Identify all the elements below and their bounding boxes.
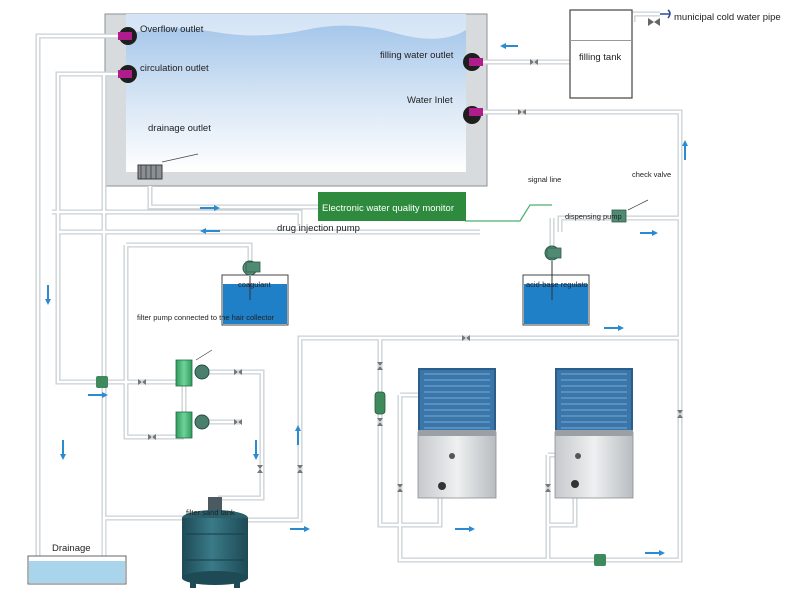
filling-water-outlet-fitting xyxy=(463,53,483,71)
flow-arrow-icon xyxy=(290,526,310,532)
overflow-outlet-fitting xyxy=(118,27,137,45)
dispensing-pump xyxy=(611,199,649,223)
flow-arrow-icon xyxy=(645,550,665,556)
overflow-outlet-label: Overflow outlet xyxy=(140,24,204,35)
acid-base-regulator-tank xyxy=(522,245,590,326)
heat-pump-unit-1 xyxy=(417,368,497,499)
hair-collector-filter-1 xyxy=(175,349,213,387)
check-valve-label: check valve xyxy=(632,170,671,179)
filling-tank xyxy=(569,9,671,99)
flow-arrow-icon xyxy=(640,230,658,236)
flow-arrow-icon xyxy=(500,43,518,49)
flow-arrow-icon xyxy=(253,440,259,460)
valve-icon xyxy=(377,362,383,370)
flow-arrow-icon xyxy=(88,392,108,398)
drug-injection-pump-label: drug injection pump xyxy=(277,223,360,234)
valve-icon xyxy=(148,434,156,440)
inline-pump-middle xyxy=(374,391,386,415)
check-valve-icon xyxy=(518,109,526,115)
water-inlet-label: Water Inlet xyxy=(407,95,453,106)
valve-icon xyxy=(257,465,263,473)
flow-arrow-icon xyxy=(45,285,51,305)
drainage-outlet-label: drainage outlet xyxy=(148,123,211,134)
drainage-basin xyxy=(27,555,127,585)
swimming-pool xyxy=(104,13,488,187)
flow-arrow-icon xyxy=(200,205,220,211)
dispensing-pump-label: dispensing pump xyxy=(565,212,622,221)
filling-water-outlet-label: filling water outlet xyxy=(380,50,454,61)
valve-icon xyxy=(377,418,383,426)
valve-icon xyxy=(138,379,146,385)
signal-line xyxy=(465,204,552,222)
filter-pump-note-label: filter pump connected to the hair collec… xyxy=(137,313,275,322)
filter-sand-tank-label: filter sand tank xyxy=(186,508,235,517)
check-valve-icon xyxy=(530,59,538,65)
flow-arrow-icon xyxy=(682,140,688,160)
pump-icon xyxy=(194,364,210,380)
monitor-label: Electronic water quality monitor xyxy=(322,203,454,214)
water-inlet-fitting xyxy=(463,106,483,124)
hair-collector-filter-2 xyxy=(175,411,210,439)
flow-arrow-icon xyxy=(295,425,301,445)
flow-arrows xyxy=(45,43,688,556)
valve-icon xyxy=(545,484,551,492)
drainage-label: Drainage xyxy=(52,543,91,554)
check-valve-icon xyxy=(462,335,470,341)
flow-arrow-icon xyxy=(60,440,66,460)
filter-sand-tank xyxy=(182,497,248,588)
flow-arrow-icon xyxy=(604,325,624,331)
valve-icon xyxy=(397,484,403,492)
coagulant-tank xyxy=(221,260,289,326)
flow-arrow-icon xyxy=(200,228,220,234)
valve-icon xyxy=(234,369,242,375)
valves xyxy=(138,59,683,492)
municipal-pipe-label: municipal cold water pipe xyxy=(674,12,781,23)
valve-icon xyxy=(648,18,660,26)
drainage-outlet-fitting xyxy=(137,153,199,180)
inline-pump-left xyxy=(96,376,108,388)
signal-line-label: signal line xyxy=(528,175,561,184)
coagulant-label: coagulant xyxy=(238,280,271,289)
electronic-water-quality-monitor xyxy=(318,192,466,221)
acid-base-regulator-label: acid-base regulato xyxy=(526,280,588,289)
valve-icon xyxy=(677,410,683,418)
valve-icon xyxy=(234,419,242,425)
pipe-network xyxy=(35,11,683,563)
heat-pump-unit-2 xyxy=(554,368,634,499)
filling-tank-label: filling tank xyxy=(579,52,621,63)
circulation-outlet-label: circulation outlet xyxy=(140,63,209,74)
circulation-outlet-fitting xyxy=(118,65,137,83)
inline-pump-right xyxy=(594,554,606,566)
pump-icon xyxy=(194,414,210,430)
valve-icon xyxy=(297,465,303,473)
flow-arrow-icon xyxy=(455,526,475,532)
